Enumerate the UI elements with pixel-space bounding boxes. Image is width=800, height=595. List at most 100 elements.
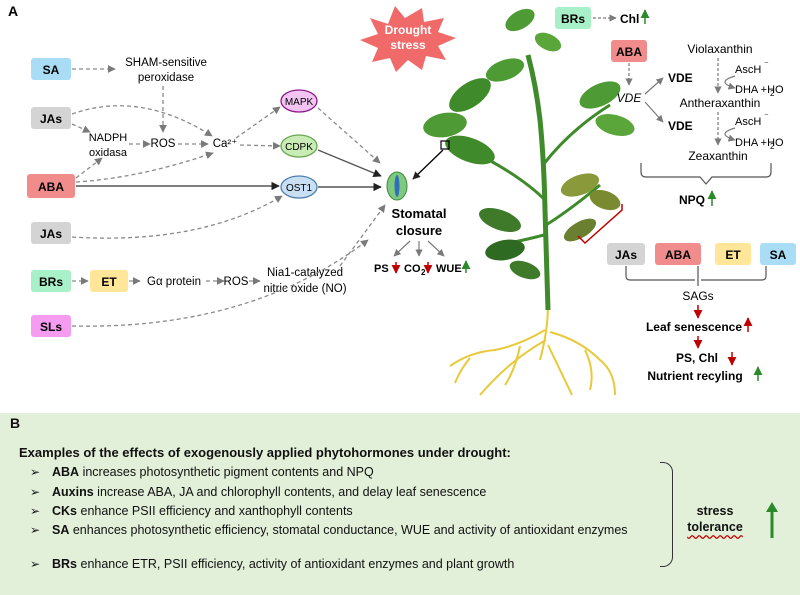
dha1-label: DHA +H	[735, 84, 775, 96]
bullet-arrow-icon: ➢	[30, 557, 41, 571]
stoma-zoom-arrow	[412, 149, 444, 180]
signaling-arrows	[71, 65, 386, 327]
dha2-sub: 2	[770, 142, 775, 151]
panel-b: B Examples of the effects of exogenously…	[0, 413, 800, 595]
stress-tolerance-label: stress tolerance	[680, 503, 750, 535]
svg-text:ABA: ABA	[38, 180, 64, 194]
vde1-label: VDE	[668, 71, 693, 85]
stress-tolerance-line1: stress	[696, 504, 734, 518]
zeaxanthin-label: Zeaxanthin	[688, 149, 747, 163]
stomatal-label-line1: Stomatal	[392, 206, 447, 221]
dha2-o: O	[775, 137, 784, 149]
vde-arrow-2	[644, 101, 664, 123]
sham-label-line2: peroxidase	[138, 72, 194, 84]
svg-text:stress: stress	[390, 38, 426, 52]
stoma-icon	[386, 171, 408, 201]
mapk-node: MAPK	[280, 89, 318, 113]
dha1-sub: 2	[770, 89, 775, 98]
hormone-sls-box: SLs	[31, 315, 71, 337]
effect-text: enhance ETR, PSII efficiency, activity o…	[77, 557, 515, 571]
effect-hormone: Auxins	[52, 485, 94, 499]
asch2-sup: ⁻	[764, 111, 769, 121]
svg-text:BRs: BRs	[39, 275, 63, 289]
svg-text:BRs: BRs	[561, 12, 585, 26]
drought-stress-burst: Drought stress	[360, 6, 456, 72]
wue-label: WUE	[436, 263, 462, 275]
nia1-label-line1: Nia1-catalyzed	[267, 267, 343, 279]
effect-item: ➢ ABA increases photosynthetic pigment c…	[30, 465, 670, 480]
sham-label-line1: SHAM-sensitive	[125, 57, 207, 69]
npq-label: NPQ	[679, 193, 705, 207]
stress-tolerance-up-arrow-icon	[766, 502, 778, 538]
tomato-plant-illustration	[423, 8, 635, 396]
effect-item: ➢ BRs enhance ETR, PSII efficiency, acti…	[30, 557, 670, 572]
cdpk-node: CDPK	[280, 134, 318, 158]
vde-italic-label: VDE	[617, 91, 643, 105]
svg-text:JAs: JAs	[615, 248, 637, 262]
svg-text:OST1: OST1	[286, 183, 313, 194]
panel-b-title: Examples of the effects of exogenously a…	[19, 445, 511, 460]
chl-label: Chl	[620, 12, 639, 26]
bullet-arrow-icon: ➢	[30, 523, 41, 537]
asch1-curve	[724, 75, 736, 90]
effect-hormone: BRs	[52, 557, 78, 571]
ost1-node: OST1	[280, 175, 318, 199]
svg-text:ABA: ABA	[665, 248, 691, 262]
ros2-label: ROS	[224, 276, 249, 288]
ps-label: PS	[374, 263, 389, 275]
effect-hormone: CKs	[52, 504, 78, 518]
co2-subscript: 2	[421, 268, 426, 277]
calcium-label: Ca²⁺	[213, 138, 238, 150]
ros-label: ROS	[151, 138, 176, 150]
hormone-brs-box: BRs	[31, 270, 71, 292]
asch2-curve	[724, 127, 736, 142]
svg-text:ET: ET	[101, 275, 117, 289]
brs-chl-box: BRs	[555, 7, 591, 29]
nadph-label-line2: oxidasa	[89, 147, 128, 159]
stoma-zoom-box	[440, 140, 450, 150]
dha1-o: O	[775, 84, 784, 96]
hormone-jas2-box: JAs	[31, 222, 71, 244]
stomatal-effect-arrows	[393, 240, 445, 257]
bullet-arrow-icon: ➢	[30, 504, 41, 518]
svg-text:JAs: JAs	[40, 227, 62, 241]
hormone-jas-box: JAs	[31, 107, 71, 129]
antheraxanthin-label: Antheraxanthin	[680, 96, 761, 110]
hormone-et-box: ET	[90, 270, 128, 292]
hormone-aba-box: ABA	[27, 174, 75, 198]
hormone-sa-box: SA	[31, 58, 71, 80]
solid-arrows	[76, 149, 382, 192]
svg-text:Drought: Drought	[385, 23, 432, 37]
panel-a-letter: A	[8, 3, 18, 19]
senescence-aba-box: ABA	[655, 243, 701, 265]
panel-b-letter: B	[10, 415, 21, 431]
bullet-arrow-icon: ➢	[30, 465, 41, 479]
effect-item: ➢ Auxins increase ABA, JA and chlorophyl…	[30, 485, 670, 500]
sags-label: SAGs	[682, 289, 713, 303]
svg-text:SA: SA	[43, 63, 60, 77]
stomatal-label-line2: closure	[396, 223, 442, 238]
stress-tolerance-line2: tolerance	[687, 520, 743, 534]
dha2-label: DHA +H	[735, 137, 775, 149]
senescence-bracket	[577, 204, 623, 245]
svg-text:ABA: ABA	[616, 45, 642, 59]
svg-text:SLs: SLs	[40, 320, 62, 334]
effect-hormone: ABA	[52, 465, 80, 479]
asch1-sup: ⁻	[764, 59, 769, 69]
svg-text:JAs: JAs	[40, 112, 62, 126]
violaxanthin-label: Violaxanthin	[687, 42, 752, 56]
co2-label: CO	[404, 263, 421, 275]
effect-text: enhance PSII efficiency and xanthophyll …	[77, 504, 353, 518]
effects-bracket	[660, 462, 673, 567]
svg-text:CDPK: CDPK	[285, 142, 313, 153]
bullet-arrow-icon: ➢	[30, 485, 41, 499]
svg-text:SA: SA	[770, 248, 787, 262]
vde2-label: VDE	[668, 119, 693, 133]
nia1-label-line2: nitric oxide (NO)	[263, 283, 346, 295]
senescence-et-box: ET	[715, 243, 751, 265]
svg-text:MAPK: MAPK	[285, 97, 314, 108]
panel-a-diagram: A SA JAs ABA JAs BRs ET SLs SHAM-sensiti…	[8, 3, 796, 396]
npq-brace	[640, 163, 772, 185]
effect-item: ➢ SA enhances photosynthetic efficiency,…	[30, 523, 670, 538]
svg-text:ET: ET	[725, 248, 741, 262]
